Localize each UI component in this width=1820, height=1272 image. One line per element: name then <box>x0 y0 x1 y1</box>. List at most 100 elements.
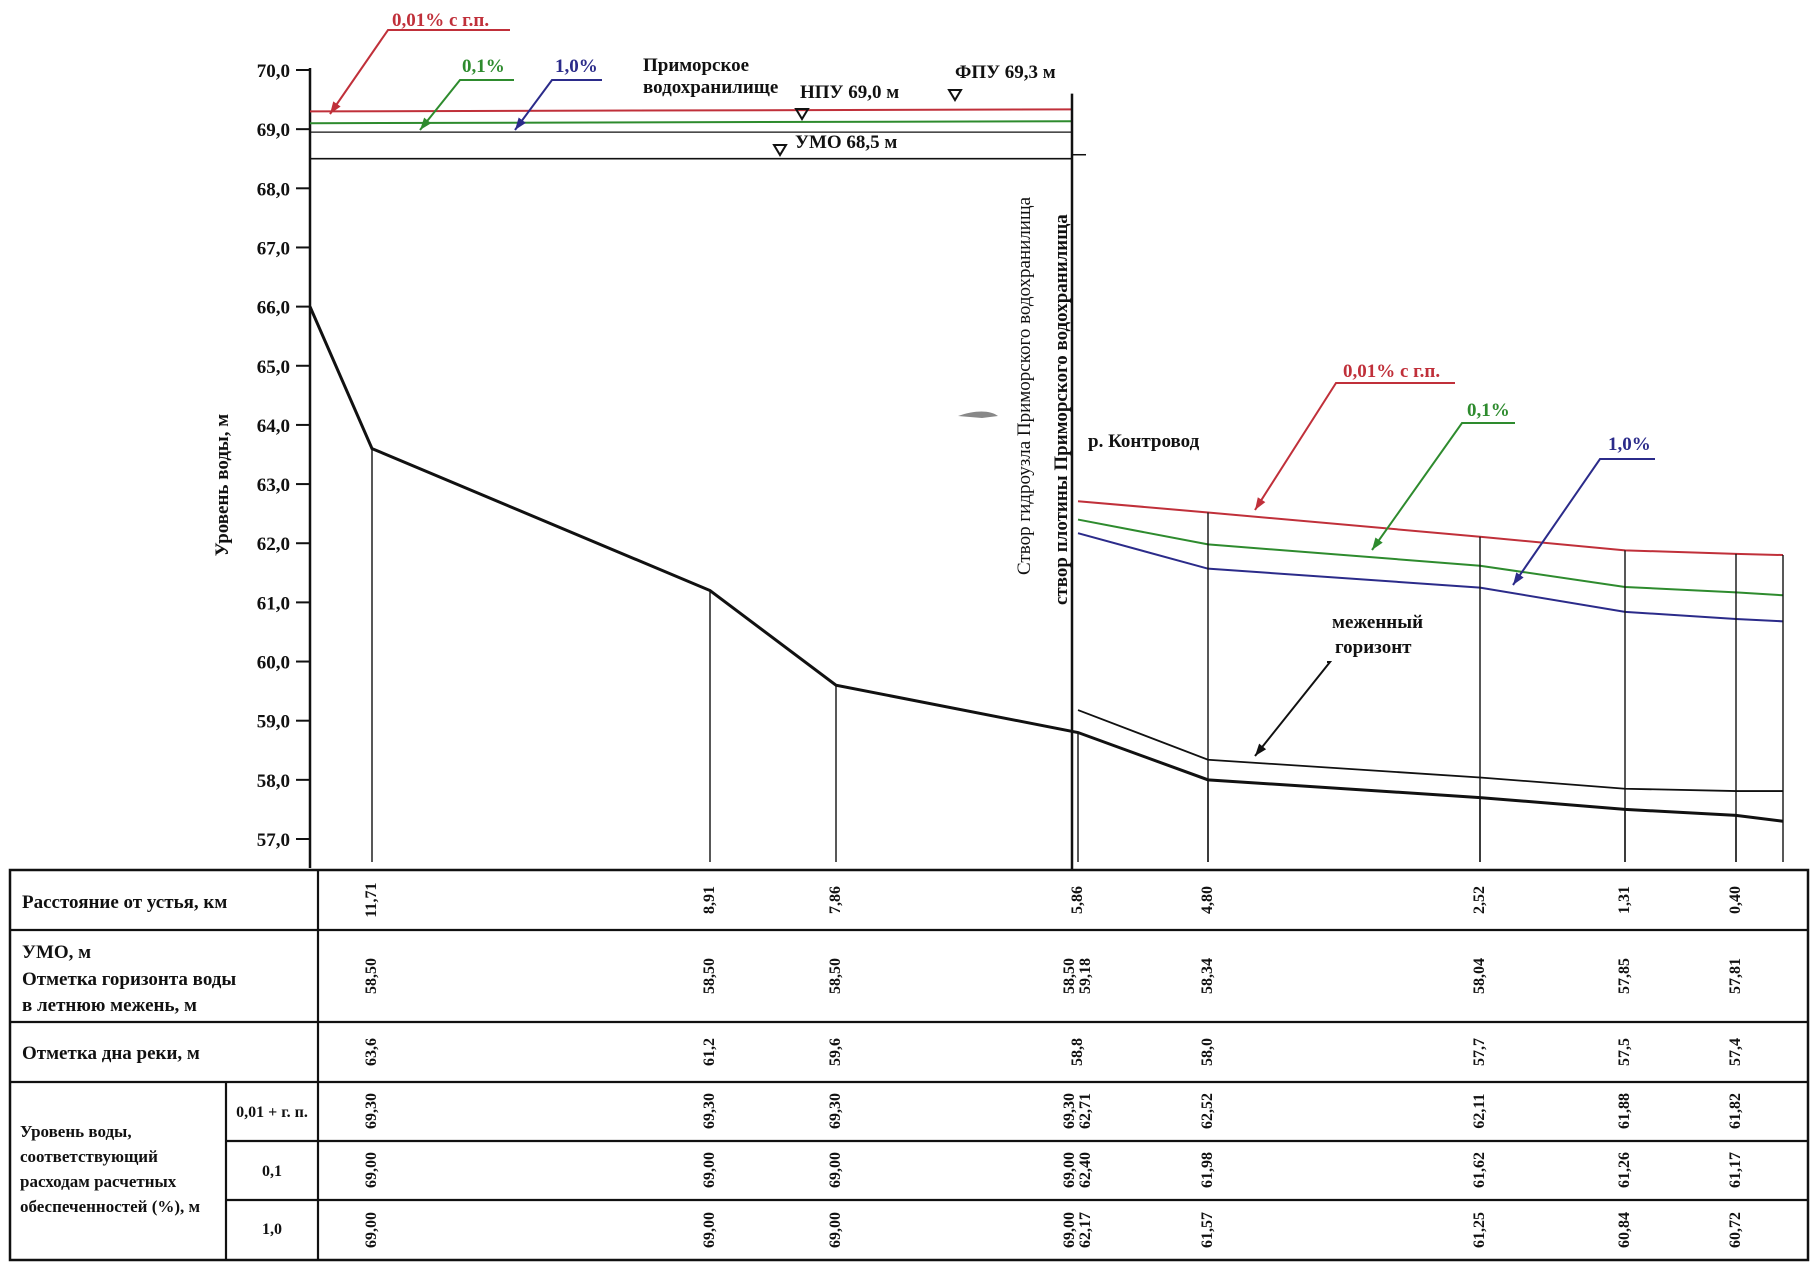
npu-label: НПУ 69,0 м <box>800 82 899 103</box>
cell-level-01: 69,00 <box>363 1152 380 1188</box>
reservoir-group <box>309 89 1086 869</box>
y-tick-label: 59,0 <box>257 712 290 733</box>
reservoir-name-line1: Приморское <box>643 55 749 76</box>
callout-left-p01: 0,1% <box>462 56 505 77</box>
series-line <box>1077 709 1783 792</box>
cell-distance: 0,40 <box>1727 886 1744 914</box>
arrow-right-p1 <box>1512 458 1655 586</box>
cell-level-1: 69,00 <box>827 1212 844 1248</box>
arrow-right-p1-head <box>1513 572 1524 585</box>
cell-level-001: 69,30 <box>1061 1093 1078 1129</box>
cell-distance: 4,80 <box>1199 886 1216 914</box>
cell-bed: 58,0 <box>1199 1038 1216 1066</box>
callout-arrows <box>329 29 1655 757</box>
cell-umo: 58,50 <box>1061 958 1078 994</box>
cell-level-001: 62,11 <box>1471 1093 1488 1128</box>
cell-level-1: 60,84 <box>1616 1212 1633 1248</box>
cell-level-001: 69,30 <box>701 1093 718 1129</box>
arrow-left-p01 <box>419 79 514 131</box>
series-line <box>1077 532 1784 623</box>
river-label: р. Контровод <box>1088 431 1200 452</box>
sub-label-001: 0,01 + г. п. <box>236 1104 308 1121</box>
cell-level-001: 69,30 <box>363 1093 380 1129</box>
y-axis-label: Уровень воды, м <box>212 414 233 556</box>
cell-level-01: 62,40 <box>1077 1152 1094 1188</box>
umo-label: УМО 68,5 м <box>795 132 897 153</box>
profile-lines <box>308 306 1784 862</box>
reservoir-name-line2: водохранилище <box>643 77 778 98</box>
dam-label-2: створ плотины Приморского водохранилища <box>1051 214 1072 605</box>
callout-right-p01: 0,1% <box>1467 400 1510 421</box>
arrow-left-p001-head <box>330 101 341 114</box>
cell-bed: 57,7 <box>1471 1038 1488 1066</box>
cell-level-001: 61,82 <box>1727 1093 1744 1129</box>
fpu-label: ФПУ 69,3 м <box>955 62 1056 83</box>
cell-distance: 7,86 <box>827 886 844 914</box>
cell-bed: 61,2 <box>701 1038 718 1066</box>
y-tick-label: 58,0 <box>257 771 290 792</box>
cell-level-1: 61,25 <box>1471 1212 1488 1248</box>
y-tick-label: 69,0 <box>257 120 290 141</box>
cell-umo: 59,18 <box>1077 958 1094 994</box>
series-line <box>1077 500 1784 557</box>
cell-level-1: 60,72 <box>1727 1212 1744 1248</box>
cell-bed: 57,5 <box>1616 1038 1633 1066</box>
cell-level-001: 62,71 <box>1077 1093 1094 1129</box>
low-water-label-2: горизонт <box>1335 637 1412 658</box>
cell-level-01: 61,26 <box>1616 1152 1633 1188</box>
cell-level-001: 62,52 <box>1199 1093 1216 1129</box>
sub-label-1: 1,0 <box>262 1221 282 1238</box>
cell-distance: 8,91 <box>701 886 718 914</box>
y-tick-label: 66,0 <box>257 298 290 319</box>
arrow-low-water <box>1254 661 1333 757</box>
arrow-left-p1-head <box>515 117 526 130</box>
cell-umo: 58,04 <box>1471 958 1488 994</box>
cell-level-01: 61,62 <box>1471 1152 1488 1188</box>
y-tick-label: 67,0 <box>257 238 290 259</box>
row-level-label-3: расходам расчетных <box>20 1172 177 1191</box>
cell-level-1: 61,57 <box>1199 1212 1216 1248</box>
callout-right-p1: 1,0% <box>1608 434 1651 455</box>
river-bed-line <box>308 306 1784 823</box>
cell-bed: 57,4 <box>1727 1038 1744 1066</box>
y-tick-label: 64,0 <box>257 416 290 437</box>
row-distance-label: Расстояние от устья, км <box>22 892 227 913</box>
cell-umo: 58,34 <box>1199 958 1216 994</box>
arrow-right-p001 <box>1254 382 1455 511</box>
y-tick-label: 60,0 <box>257 653 290 674</box>
y-tick-label: 63,0 <box>257 475 290 496</box>
cell-umo: 57,81 <box>1727 958 1744 994</box>
cell-level-1: 69,00 <box>701 1212 718 1248</box>
fpu-marker <box>947 89 963 102</box>
sub-label-01: 0,1 <box>262 1163 282 1180</box>
row-umo-label-2: Отметка горизонта воды <box>22 969 236 990</box>
cell-level-01: 61,17 <box>1727 1152 1744 1188</box>
umo-marker <box>772 144 788 157</box>
cell-distance: 2,52 <box>1471 886 1488 914</box>
stray-mark <box>958 411 998 418</box>
cell-distance: 5,86 <box>1069 886 1086 914</box>
cell-bed: 58,8 <box>1069 1038 1086 1066</box>
series-line <box>1077 518 1784 597</box>
y-tick-label: 68,0 <box>257 179 290 200</box>
cell-level-1: 62,17 <box>1077 1212 1094 1248</box>
arrow-left-p1 <box>514 79 602 131</box>
cell-level-001: 69,30 <box>827 1093 844 1129</box>
row-umo-label-3: в летнюю межень, м <box>22 995 197 1016</box>
row-level-label-1: Уровень воды, <box>20 1122 132 1141</box>
y-axis: 70,069,068,067,066,065,064,063,062,061,0… <box>257 61 312 868</box>
callout-left-p1: 1,0% <box>555 56 598 77</box>
callout-right-p001: 0,01% с г.п. <box>1343 361 1440 382</box>
cell-bed: 63,6 <box>363 1038 380 1066</box>
arrow-right-p01 <box>1371 422 1515 551</box>
dam-label-1: Створ гидроузла Приморского водохранилищ… <box>1014 196 1035 575</box>
cell-level-01: 69,00 <box>827 1152 844 1188</box>
table-border <box>8 868 1810 1262</box>
arrow-low-water-head <box>1255 743 1267 756</box>
cell-level-01: 61,98 <box>1199 1152 1216 1188</box>
reservoir-p001-line <box>309 108 1073 113</box>
row-bed-label: Отметка дна реки, м <box>22 1043 200 1064</box>
cell-umo: 58,50 <box>701 958 718 994</box>
arrow-right-p001-head <box>1255 497 1266 510</box>
